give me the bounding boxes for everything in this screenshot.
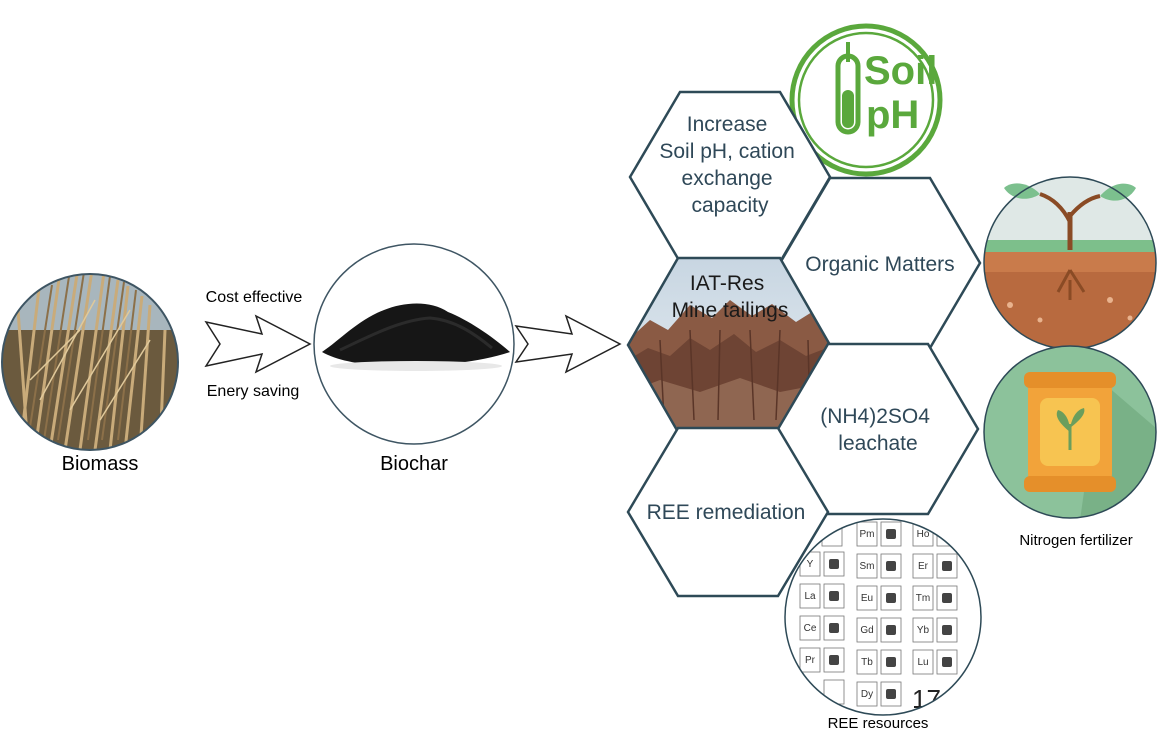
element-symbol: Er	[918, 561, 929, 572]
biochar-image	[313, 243, 515, 445]
element-symbol: Dy	[861, 689, 873, 700]
soil-ph-word-soil: Soil	[864, 49, 937, 93]
svg-text:(NH4)2SO4 leachate: (NH4)2SO4 leachate	[820, 405, 936, 455]
test-tube-icon	[835, 42, 861, 135]
biomass-label: Biomass	[62, 453, 139, 475]
hex-organic-matters: Organic Matters	[778, 176, 982, 350]
element-use-icon	[886, 561, 896, 571]
eye-icon	[823, 679, 845, 705]
element-use-icon	[829, 559, 839, 569]
hex-increase-ph-line1: Increase	[687, 113, 768, 136]
element-tile	[912, 649, 934, 675]
element-use-icon	[886, 529, 896, 539]
element-use-icon	[829, 591, 839, 601]
hex-nh4-leachate-line2: leachate	[838, 432, 917, 455]
hex-ree-remediation-line1: REE remediation	[647, 501, 806, 524]
element-use-icon	[942, 625, 952, 635]
element-use-icon	[829, 655, 839, 665]
biochar-label: Biochar	[380, 453, 448, 475]
arrow-biomass-to-biochar	[204, 314, 312, 374]
ree-resources-label: REE resources	[828, 715, 929, 732]
element-use-icon	[942, 529, 952, 539]
element-tile	[856, 585, 878, 611]
element-symbol: Ho	[917, 529, 930, 540]
element-use-icon	[886, 625, 896, 635]
hex-increase-ph-line2: Soil pH, cation	[659, 140, 794, 163]
arrow-biochar-to-tailings	[514, 314, 622, 374]
element-use-icon	[942, 657, 952, 667]
fertilizer-image	[983, 345, 1157, 519]
element-tile	[912, 553, 934, 579]
hex-nh4-leachate: (NH4)2SO4 leachate	[776, 342, 980, 516]
element-use-icon	[886, 657, 896, 667]
hex-iat-res-line2: Mine tailings	[672, 299, 789, 322]
cost-effective-label: Cost effective	[206, 289, 303, 306]
element-tile	[799, 647, 821, 673]
element-use-icon	[942, 593, 952, 603]
hex-organic-matters-line1: Organic Matters	[805, 253, 954, 276]
hex-nh4-leachate-line1: (NH4)2SO4	[820, 405, 930, 428]
element-symbol: Tb	[861, 657, 873, 668]
element-use-icon	[886, 689, 896, 699]
hex-iat-res: IAT-Res Mine tailings	[626, 256, 832, 434]
soil-plant-image	[983, 176, 1157, 350]
soil-ph-word-ph: pH	[866, 93, 919, 137]
element-tile	[856, 649, 878, 675]
energy-saving-label: Enery saving	[207, 383, 300, 400]
soil-ph-badge: Soil pH	[789, 23, 943, 177]
element-symbol: Y	[807, 559, 814, 570]
element-symbol: Pm	[860, 529, 875, 540]
element-tile	[856, 553, 878, 579]
fertilizer-bag-icon	[1024, 372, 1116, 492]
element-symbol: Sm	[860, 561, 875, 572]
hex-increase-ph-line3: exchange	[682, 167, 773, 190]
element-symbol: Lu	[917, 657, 928, 668]
element-tile	[799, 583, 821, 609]
element-symbol: Yb	[917, 625, 930, 636]
biomass-image	[1, 273, 179, 451]
svg-text:REE remediation: REE remediation	[647, 501, 806, 524]
element-tile	[912, 585, 934, 611]
svg-text:Increase Soil pH, cation: Increase Soil pH, cation exchange capaci…	[659, 113, 800, 217]
nitrogen-fertilizer-label: Nitrogen fertilizer	[1019, 532, 1132, 549]
element-symbol: Pr	[805, 655, 816, 666]
element-tile	[912, 617, 934, 643]
element-use-icon	[886, 593, 896, 603]
element-symbol: Eu	[861, 593, 873, 604]
element-tile	[856, 521, 878, 547]
element-symbol: Tm	[916, 593, 930, 604]
hex-ree-remediation: REE remediation	[626, 426, 830, 598]
element-use-icon	[829, 623, 839, 633]
svg-text:Organic Matters: Organic Matters	[805, 253, 954, 276]
element-tile	[799, 615, 821, 641]
element-use-icon	[942, 561, 952, 571]
element-tile	[856, 681, 878, 707]
element-symbol: Ce	[804, 623, 817, 634]
hex-iat-res-line1: IAT-Res	[690, 272, 764, 295]
element-symbol: La	[804, 591, 816, 602]
element-symbol: Gd	[860, 625, 873, 636]
hex-increase-ph-line4: capacity	[691, 194, 769, 217]
svg-text:IAT-Res Mine tailings: IAT-Res Mine tailings	[672, 272, 789, 322]
element-tile	[856, 617, 878, 643]
